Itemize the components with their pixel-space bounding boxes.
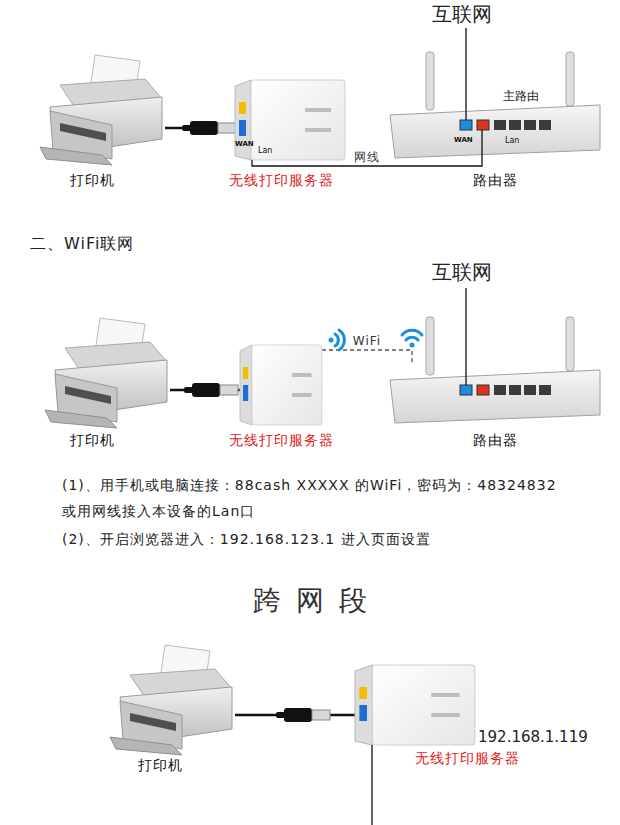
text-label: WAN [235, 140, 254, 148]
device-caption: 路由器 [473, 172, 518, 188]
wifi-arc [406, 337, 418, 340]
router-figure [390, 52, 600, 158]
device-caption: 路由器 [473, 432, 518, 448]
usb-plug [276, 708, 330, 722]
device-caption: 打印机 [70, 172, 115, 188]
wifi-icon [329, 330, 345, 350]
text-label: 跨 网 段 [253, 584, 370, 618]
printer-figure [40, 55, 162, 165]
text-label: (2)、开启浏览器进入：192.168.123.1 进入页面设置 [62, 531, 431, 548]
usb-plug [184, 383, 238, 397]
text-label: 互联网 [432, 260, 492, 284]
server-figure [240, 345, 322, 425]
wifi-dot [410, 343, 415, 348]
text-label: 主路由 [503, 89, 539, 103]
wifi-arc [402, 330, 422, 335]
edge-label: WiFi [351, 335, 383, 348]
text-label: 二、WiFi联网 [30, 234, 134, 253]
device-node: 无线打印服务器 [235, 80, 345, 160]
device-caption: 无线打印服务器 [229, 432, 334, 448]
text-label: Lan [505, 136, 519, 146]
device-node: 路由器 [390, 365, 600, 425]
device-caption: 打印机 [138, 757, 183, 773]
printer-figure [110, 645, 232, 755]
text-label: 互联网 [432, 2, 492, 26]
device-node: 打印机 [110, 645, 235, 755]
router-figure [390, 317, 600, 423]
wifi-icon [402, 330, 422, 347]
device-caption: 打印机 [70, 432, 115, 448]
server-figure [355, 665, 475, 745]
device-caption: 无线打印服务器 [229, 172, 334, 188]
wifi-dot [329, 338, 334, 343]
lan-port-wire [481, 130, 482, 160]
text-label: 192.168.1.119 [478, 728, 588, 746]
device-node: 打印机 [45, 318, 170, 428]
cable-connector [322, 350, 412, 365]
usb-plug [182, 121, 236, 135]
server-figure [235, 80, 345, 160]
internet-wire [465, 288, 466, 385]
text-label: WAN [454, 136, 473, 144]
device-node: 路由器 [390, 100, 600, 160]
network-wire [371, 745, 372, 825]
device-node: 无线打印服务器 [355, 665, 475, 745]
text-label: Lan [258, 146, 272, 156]
device-caption: 无线打印服务器 [415, 750, 520, 766]
internet-wire [465, 28, 466, 120]
wifi-arc [339, 330, 344, 350]
wifi-arc [335, 334, 338, 346]
edge-label: 网线 [352, 151, 382, 164]
printer-figure [45, 318, 167, 428]
device-node: 无线打印服务器 [240, 345, 322, 425]
text-label: (1)、用手机或电脑连接：88cash XXXXX 的WiFi，密码为：4832… [62, 472, 602, 524]
device-node: 打印机 [40, 55, 165, 165]
